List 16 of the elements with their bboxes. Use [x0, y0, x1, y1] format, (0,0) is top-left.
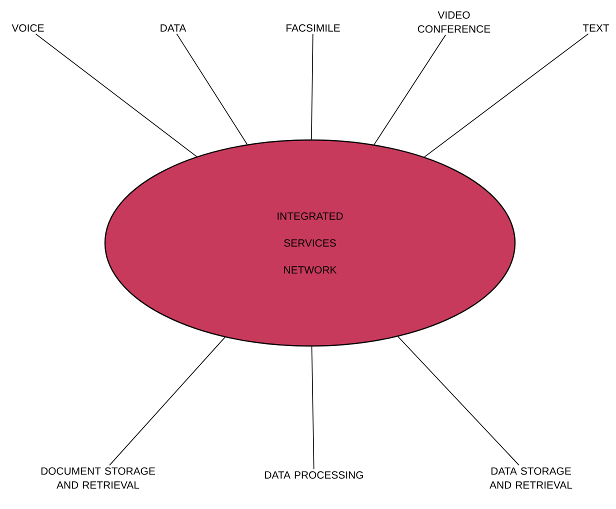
label: VOICE	[12, 24, 44, 32]
connector-line	[109, 336, 226, 466]
label: TEXT	[582, 24, 610, 32]
connector-line	[176, 33, 248, 145]
label: DATA PROCESSING	[265, 471, 363, 479]
label: FACSIMILE	[286, 24, 340, 32]
label: VIDEO CONFERENCE	[418, 11, 490, 33]
connector-line	[424, 33, 589, 158]
connector-line	[311, 34, 314, 140]
connector-line	[311, 346, 314, 470]
connector-line	[374, 34, 446, 145]
connector-line	[35, 34, 198, 157]
label: DOCUMENT STORAGE AND RETRIEVAL	[41, 467, 155, 489]
label: DATA	[160, 24, 186, 32]
connector-line	[398, 336, 520, 466]
label: DATA STORAGE AND RETRIEVAL	[490, 467, 572, 489]
